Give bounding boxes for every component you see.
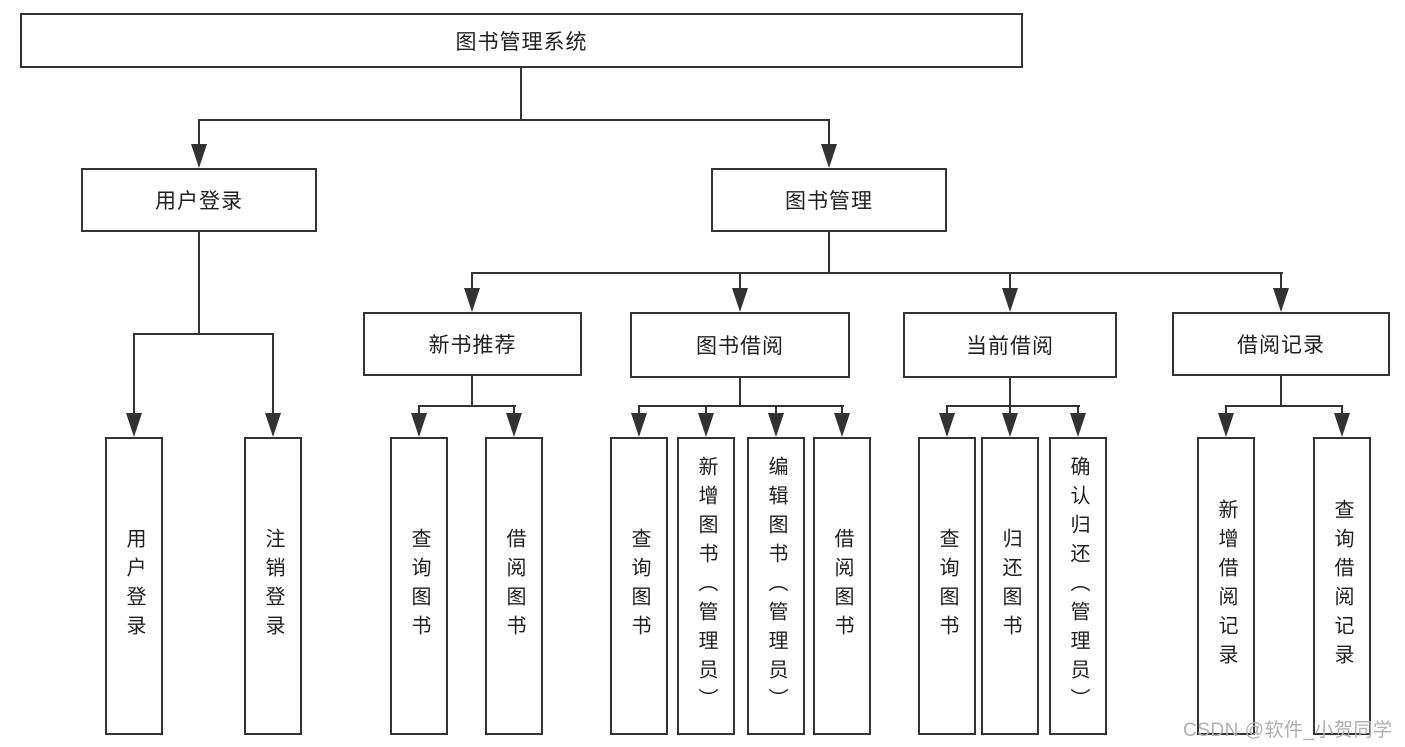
leaf-current-query-label: 查询图书 bbox=[936, 528, 958, 644]
connector-arrow-current-borrow-line bbox=[1008, 273, 1012, 292]
leaf-record-query: 查询借阅记录 bbox=[1313, 437, 1371, 735]
arrow-down-icon bbox=[1334, 413, 1350, 437]
arrow-down-icon bbox=[1070, 413, 1086, 437]
leaf-current-return-label: 归还图书 bbox=[999, 528, 1021, 644]
connector-borrow-record-branch bbox=[1224, 404, 1343, 408]
connector-arrow-book-borrow-line bbox=[738, 273, 742, 292]
connector-arrow-new-book-line bbox=[470, 273, 474, 292]
connector-book-manage-stub bbox=[827, 232, 831, 274]
connector-new-book-branch bbox=[417, 404, 516, 408]
leaf-current-confirm: 确认归还（管理员） bbox=[1049, 437, 1107, 735]
connector-current-borrow-stub bbox=[1008, 378, 1012, 407]
leaf-user-login: 用户登录 bbox=[105, 437, 163, 735]
leaf-record-add-label: 新增借阅记录 bbox=[1215, 499, 1237, 673]
arrow-down-icon bbox=[698, 413, 714, 437]
connector-arrow-leaf-line bbox=[512, 406, 516, 417]
connector-arrow-user-login-line bbox=[197, 120, 201, 148]
node-book-manage: 图书管理 bbox=[711, 168, 947, 232]
arrow-down-icon bbox=[1273, 288, 1289, 312]
leaf-borrow-query-label: 查询图书 bbox=[628, 528, 650, 644]
connector-current-borrow-branch bbox=[945, 404, 1080, 408]
leaf-record-query-label: 查询借阅记录 bbox=[1331, 499, 1353, 673]
connector-book-borrow-stub bbox=[738, 378, 742, 407]
arrow-down-icon bbox=[768, 413, 784, 437]
arrow-down-icon bbox=[506, 413, 522, 437]
node-borrow-record: 借阅记录 bbox=[1172, 312, 1390, 376]
arrow-down-icon bbox=[821, 144, 837, 168]
node-root-label: 图书管理系统 bbox=[455, 30, 588, 54]
node-book-borrow: 图书借阅 bbox=[630, 312, 850, 378]
arrow-down-icon bbox=[265, 413, 281, 437]
connector-book-manage-branch bbox=[470, 271, 1283, 275]
connector-new-book-stub bbox=[470, 376, 474, 407]
leaf-newbook-borrow-label: 借阅图书 bbox=[503, 528, 525, 644]
leaf-newbook-query-label: 查询图书 bbox=[408, 528, 430, 644]
connector-arrow-leaf-line bbox=[637, 406, 641, 417]
arrow-down-icon bbox=[834, 413, 850, 437]
arrow-down-icon bbox=[464, 288, 480, 312]
connector-arrow-leaf-line bbox=[704, 406, 708, 417]
connector-arrow-leaf-line bbox=[1224, 406, 1228, 417]
arrow-down-icon bbox=[1002, 413, 1018, 437]
connector-arrow-leaf-line bbox=[417, 406, 421, 417]
arrow-down-icon bbox=[1002, 288, 1018, 312]
node-new-book-label: 新书推荐 bbox=[428, 334, 517, 357]
leaf-logout-label: 注销登录 bbox=[262, 528, 284, 644]
connector-user-login-branch bbox=[132, 332, 274, 336]
node-root: 图书管理系统 bbox=[20, 13, 1023, 68]
arrow-down-icon bbox=[191, 144, 207, 168]
node-book-borrow-label: 图书借阅 bbox=[696, 335, 784, 358]
leaf-borrow-add: 新增图书（管理员） bbox=[677, 437, 735, 735]
leaf-borrow-add-label: 新增图书（管理员） bbox=[695, 455, 717, 717]
csdn-watermark: CSDN @软件_小贺同学 bbox=[1183, 720, 1393, 741]
leaf-current-confirm-label: 确认归还（管理员） bbox=[1067, 455, 1089, 717]
leaf-newbook-borrow: 借阅图书 bbox=[485, 437, 543, 735]
leaf-borrow-book: 借阅图书 bbox=[813, 437, 871, 735]
leaf-newbook-query: 查询图书 bbox=[390, 437, 448, 735]
arrow-down-icon bbox=[631, 413, 647, 437]
connector-arrow-leaf-line bbox=[774, 406, 778, 417]
connector-root-branch bbox=[197, 118, 830, 122]
node-current-borrow-label: 当前借阅 bbox=[966, 335, 1054, 358]
connector-arrow-book-manage-line bbox=[827, 120, 831, 148]
leaf-borrow-book-label: 借阅图书 bbox=[831, 528, 853, 644]
arrow-down-icon bbox=[732, 288, 748, 312]
node-book-manage-label: 图书管理 bbox=[785, 190, 873, 213]
connector-arrow-leaf-line bbox=[132, 334, 136, 416]
leaf-borrow-query: 查询图书 bbox=[610, 437, 668, 735]
node-borrow-record-label: 借阅记录 bbox=[1237, 334, 1325, 357]
arrow-down-icon bbox=[939, 413, 955, 437]
connector-arrow-leaf-line bbox=[840, 406, 844, 417]
node-new-book: 新书推荐 bbox=[363, 312, 582, 376]
leaf-current-return: 归还图书 bbox=[981, 437, 1039, 735]
connector-arrow-leaf-line bbox=[1008, 406, 1012, 417]
leaf-current-query: 查询图书 bbox=[918, 437, 976, 735]
connector-arrow-leaf-line bbox=[1076, 406, 1080, 417]
connector-book-borrow-branch bbox=[637, 404, 844, 408]
leaf-borrow-edit: 编辑图书（管理员） bbox=[747, 437, 805, 735]
connector-arrow-leaf-line bbox=[945, 406, 949, 417]
connector-borrow-record-stub bbox=[1279, 376, 1283, 407]
leaf-borrow-edit-label: 编辑图书（管理员） bbox=[765, 455, 787, 717]
arrow-down-icon bbox=[411, 413, 427, 437]
connector-arrow-leaf-line bbox=[1340, 406, 1344, 417]
leaf-record-add: 新增借阅记录 bbox=[1197, 437, 1255, 735]
leaf-user-login-label: 用户登录 bbox=[123, 528, 145, 644]
node-user-login: 用户登录 bbox=[81, 168, 317, 232]
connector-arrow-borrow-record-line bbox=[1279, 273, 1283, 292]
connector-root-stub bbox=[519, 68, 523, 120]
node-user-login-label: 用户登录 bbox=[155, 190, 243, 213]
node-current-borrow: 当前借阅 bbox=[903, 312, 1117, 378]
connector-user-login-stub bbox=[197, 232, 201, 334]
leaf-logout: 注销登录 bbox=[244, 437, 302, 735]
connector-arrow-leaf-line bbox=[271, 334, 275, 416]
arrow-down-icon bbox=[1218, 413, 1234, 437]
arrow-down-icon bbox=[126, 413, 142, 437]
